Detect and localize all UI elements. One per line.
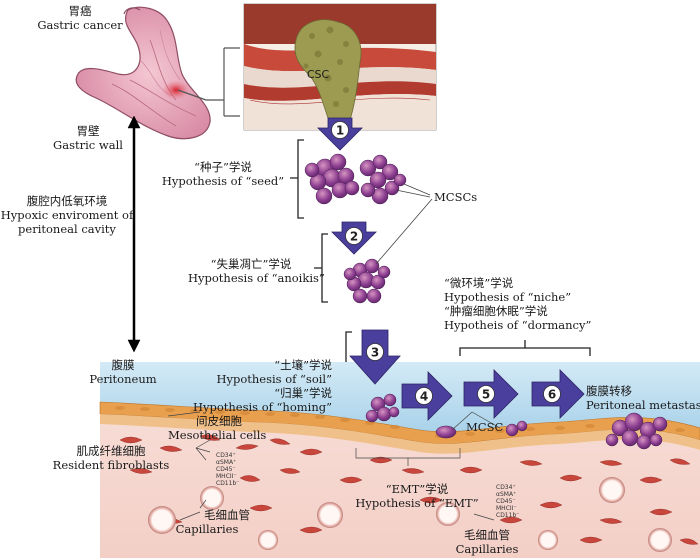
marker-left-4: CD11b⁻ (216, 480, 240, 487)
fibroblasts-cn: 肌成纤维细胞 (76, 444, 146, 458)
metastasis-cn: 腹膜转移 (586, 384, 632, 398)
soil-cn: “土壤”学说 (274, 358, 332, 372)
niche-cn: “微环境”学说 (444, 276, 514, 290)
marker-right-2: CD45⁻ (496, 498, 516, 505)
gastric-wall-label: 胃壁 Gastric wall (48, 124, 128, 152)
anoikis-en: Hypothesis of “anoikis” (188, 271, 325, 285)
capillaries-left-label: 毛细血管 Capillaries (152, 508, 262, 536)
stomach-inset-connector (177, 47, 240, 117)
marker-right-3: MHCII⁻ (496, 505, 517, 512)
step-arrow-4 (401, 371, 453, 421)
gastric-wall-cn: 胃壁 (76, 124, 100, 138)
step-number-6: 6 (548, 388, 556, 402)
csc-inset-illustration (243, 3, 437, 131)
mcscs-cluster-anoikis (343, 258, 391, 304)
emt-hypothesis-label: “EMT”学说 Hypothesis of “EMT” (352, 482, 482, 510)
step-arrow-3 (349, 329, 401, 385)
label-pointer-lines (167, 411, 501, 521)
fibroblasts-en: Resident fibroblasts (52, 458, 170, 472)
peritoneum-layers (99, 362, 700, 558)
gastric-peritoneum-arrow (127, 115, 141, 353)
gastric-cancer-cn: 胃癌 (68, 4, 92, 18)
mesothelial-en: Mesothelial cells (168, 428, 267, 442)
capillaries-right-label: 毛细血管 Capillaries (432, 528, 542, 556)
capillaries (148, 477, 672, 552)
seed-cn: “种子”学说 (194, 160, 252, 174)
stomach-illustration (75, 6, 211, 140)
soil-homing-label: “土壤”学说 Hypothesis of “soil” “归巢”学说 Hypot… (190, 358, 332, 414)
mcscs-cluster-seed (304, 153, 407, 205)
peritoneal-metastasis-label: 腹膜转移 Peritoneal metastasis (586, 384, 700, 412)
gastric-cancer-en: Gastric cancer (37, 18, 123, 32)
step-number-3: 3 (371, 346, 379, 360)
peritoneum-en: Peritoneum (89, 372, 157, 386)
mesothelial-cn: 间皮细胞 (196, 414, 242, 428)
niche-dormancy-label: “微环境”学说 Hypothesis of “niche” “肿瘤细胞休眠”学说… (444, 276, 591, 332)
homing-cn: “归巢”学说 (274, 386, 332, 400)
seed-en: Hypothesis of “seed” (161, 174, 285, 188)
step-arrow-5 (463, 369, 519, 419)
anoikis-cn: “失巢凋亡”学说 (210, 257, 292, 271)
step-arrow-1 (317, 117, 363, 151)
soil-en: Hypothesis of “soil” (216, 372, 332, 386)
step-arrow-2 (331, 221, 377, 255)
gastric-wall-en: Gastric wall (53, 138, 123, 152)
niche-en: Hypothesis of “niche” (444, 290, 572, 304)
mcscs-pointer-lines (375, 183, 433, 265)
emt-en: Hypothesis of “EMT” (355, 496, 479, 510)
marker-right-4: CD11b⁻ (496, 512, 520, 519)
marker-left-3: MHCII⁻ (216, 473, 237, 480)
hypoxic-en-2: peritoneal cavity (18, 222, 116, 236)
step-arrow-6 (531, 369, 585, 419)
capillaries-left-cn: 毛细血管 (204, 508, 250, 522)
hypoxic-cn: 腹腔内低氧环境 (26, 194, 108, 208)
anoikis-hypothesis-label: “失巢凋亡”学说 Hypothesis of “anoikis” (188, 257, 325, 285)
peritoneum-label: 腹膜 Peritoneum (78, 358, 168, 386)
capillaries-right-en: Capillaries (455, 542, 519, 556)
mcscs-label: MCSCs (434, 190, 478, 204)
hypoxic-environment-label: 腹腔内低氧环境 Hypoxic enviroment of peritoneal… (0, 194, 134, 236)
metastasis-en: Peritoneal metastasis (586, 398, 700, 412)
step-number-4: 4 (420, 390, 428, 404)
markers-right: CD34⁺ αSMA⁺ CD45⁻ MHCII⁻ CD11b⁻ (496, 484, 519, 519)
emt-cn: “EMT”学说 (385, 482, 449, 496)
mesothelial-cells-label: 间皮细胞 Mesothelial cells (168, 414, 266, 442)
homing-en: Hypothesis of “homing” (192, 400, 332, 414)
hypoxic-en-1: Hypoxic enviroment of (0, 208, 134, 222)
capillaries-right-cn: 毛细血管 (464, 528, 510, 542)
mcsc-label: MCSC (466, 420, 504, 434)
marker-left-2: CD45⁻ (216, 466, 236, 473)
marker-right-0: CD34⁺ (496, 484, 516, 491)
step-number-2: 2 (350, 230, 358, 244)
niche-bracket (459, 340, 591, 356)
dormancy-en: Hypotheis of “dormancy” (444, 318, 592, 332)
marker-left-1: αSMA⁺ (216, 459, 237, 466)
dormancy-cn: “肿瘤细胞休眠”学说 (444, 304, 548, 318)
mcsc-attached-cells (365, 393, 668, 450)
markers-left: CD34⁺ αSMA⁺ CD45⁻ MHCII⁻ CD11b⁻ (216, 452, 239, 487)
seed-hypothesis-label: “种子”学说 Hypothesis of “seed” (156, 160, 290, 188)
fibroblasts (119, 434, 699, 545)
csc-label: CSC (307, 68, 330, 81)
marker-left-0: CD34⁺ (216, 452, 236, 459)
marker-right-1: αSMA⁺ (496, 491, 517, 498)
capillaries-left-en: Capillaries (175, 522, 239, 536)
gastric-cancer-label: 胃癌 Gastric cancer (28, 4, 132, 32)
step-number-5: 5 (482, 388, 490, 402)
peritoneum-cn: 腹膜 (111, 358, 135, 372)
fibroblasts-label: 肌成纤维细胞 Resident fibroblasts (48, 444, 174, 472)
step-number-1: 1 (336, 124, 344, 138)
